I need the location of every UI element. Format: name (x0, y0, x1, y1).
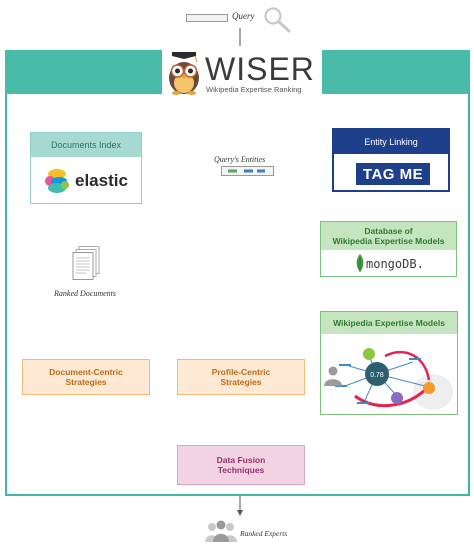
person-icon (324, 366, 342, 386)
query-entities-label: Query's Entities (214, 155, 266, 164)
ranked-experts-label: Ranked Experts (240, 529, 288, 538)
elastic-brand: elastic (75, 171, 128, 190)
entity-linking-header: Entity Linking (334, 130, 448, 154)
owl-logo-icon (169, 52, 199, 95)
dcs-line2: Strategies (65, 377, 107, 387)
query-entities-icon (221, 166, 274, 176)
mongodb-brand: mongoDB. (366, 257, 424, 271)
documents-index-box: Documents Index elastic (30, 132, 142, 204)
database-header-line2: Wikipedia Expertise Models (332, 236, 445, 246)
fusion-line2: Techniques (217, 465, 265, 475)
expertise-score: 0.78 (370, 372, 384, 379)
entity-linking-box: Entity Linking TAG ME (332, 128, 450, 192)
query-label: Query (232, 11, 255, 21)
app-title: WISER (205, 51, 315, 87)
expertise-graph-visual: 0.78 (335, 348, 453, 410)
database-header-line1: Database of (364, 226, 413, 236)
ranked-experts-icon (205, 520, 237, 542)
tagme-brand: TAG ME (356, 163, 430, 185)
app-subtitle: Wikipedia Expertise Ranking (206, 85, 302, 94)
query-input-bar (186, 14, 228, 22)
fusion-line1: Data Fusion (216, 455, 266, 465)
expertise-models-box: Wikipedia Expertise Models 0.78 (320, 311, 458, 415)
elastic-logo-icon (45, 169, 69, 193)
ranked-documents-icon (72, 246, 100, 280)
dcs-line1: Document-Centric (49, 367, 123, 377)
ranked-documents-label: Ranked Documents (54, 289, 116, 298)
expertise-models-header: Wikipedia Expertise Models (321, 312, 457, 334)
pcs-line2: Strategies (220, 377, 262, 387)
pcs-line1: Profile-Centric (211, 367, 271, 377)
documents-index-header: Documents Index (31, 133, 141, 157)
search-icon (264, 7, 291, 33)
mongodb-leaf-icon (356, 254, 364, 272)
